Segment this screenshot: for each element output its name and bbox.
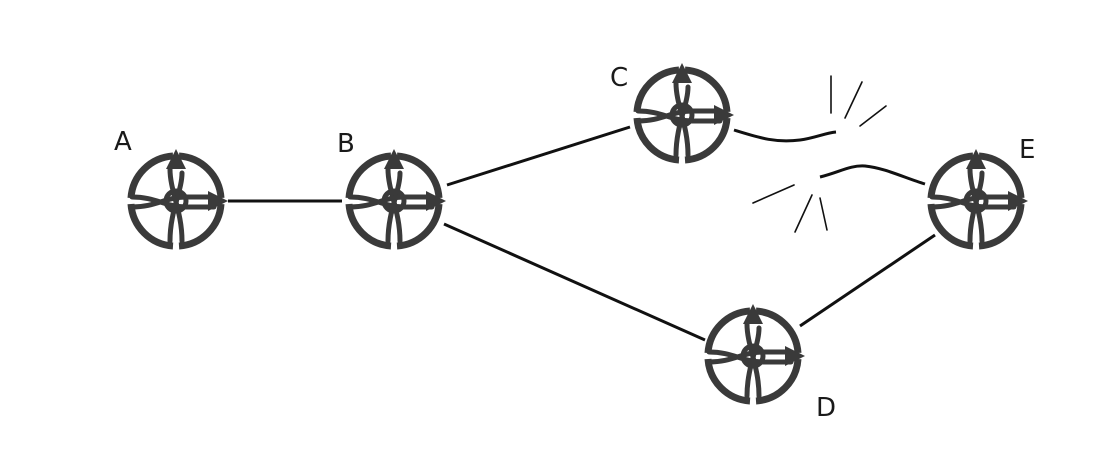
router-icon	[349, 149, 446, 246]
router-icon	[931, 149, 1028, 246]
link-break-icon	[752, 75, 887, 233]
node-label-b: B	[337, 129, 355, 159]
node-label-a: A	[114, 127, 132, 157]
link-b-d	[443, 222, 706, 342]
router-c[interactable]	[637, 63, 734, 160]
router-icon	[131, 149, 228, 246]
router-e[interactable]	[931, 149, 1028, 246]
router-icon	[637, 63, 734, 160]
router-b[interactable]	[349, 149, 446, 246]
router-d[interactable]	[708, 304, 805, 401]
router-icon	[708, 304, 805, 401]
link-b-c	[446, 125, 631, 187]
router-a[interactable]	[131, 149, 228, 246]
node-label-c: C	[610, 63, 628, 93]
link-c-broken-segment	[733, 128, 837, 143]
link-e-broken-segment	[819, 164, 926, 186]
node-label-d: D	[816, 393, 836, 423]
links-layer	[228, 125, 936, 342]
node-label-e: E	[1019, 135, 1035, 165]
link-d-e	[799, 233, 936, 328]
